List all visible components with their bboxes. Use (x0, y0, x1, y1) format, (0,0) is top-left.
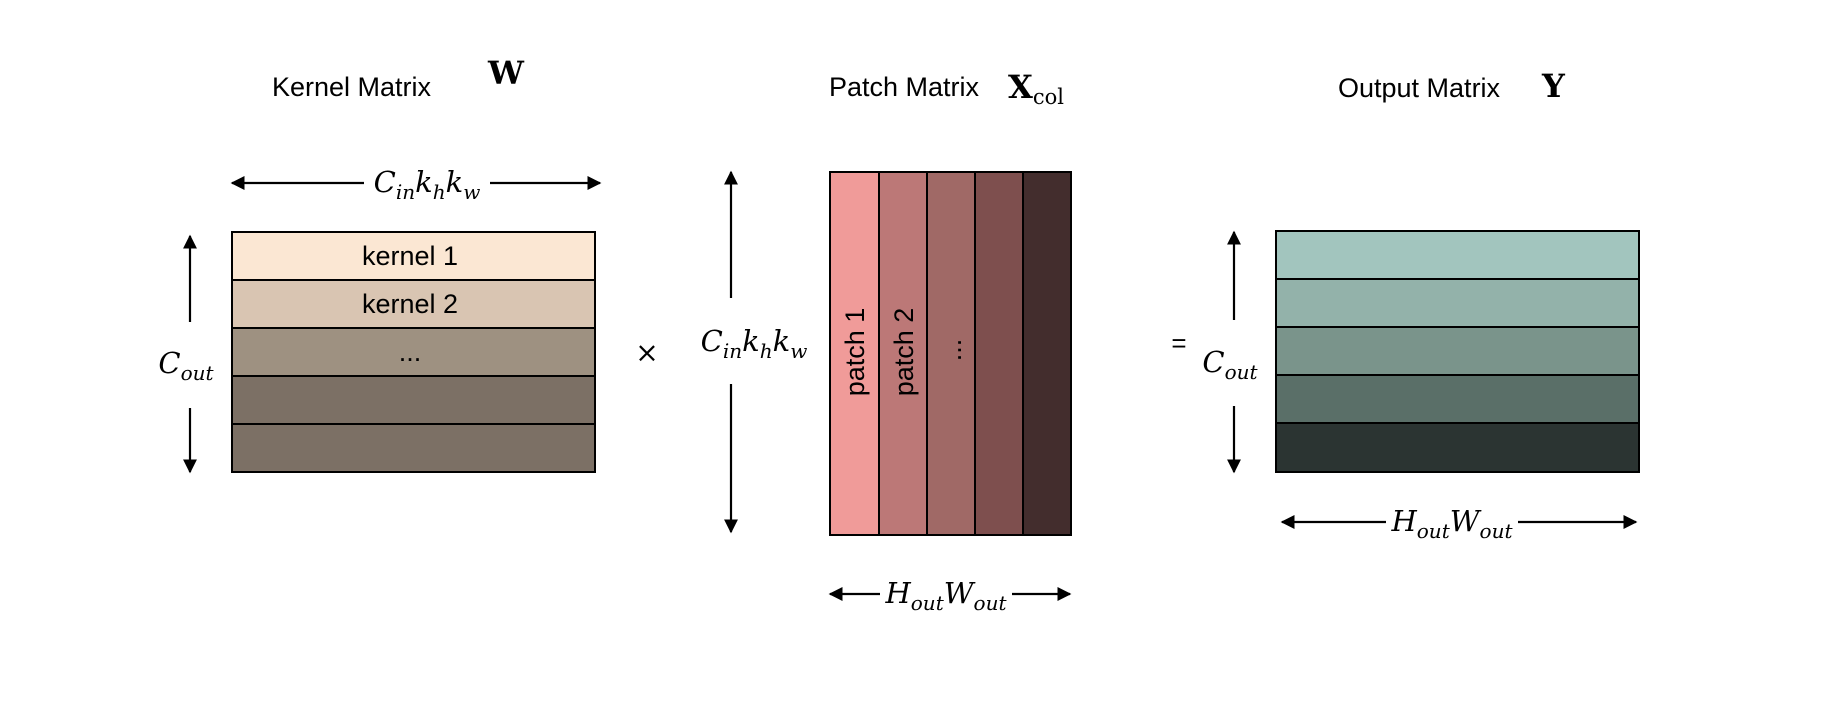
output-row-4 (1275, 374, 1640, 424)
patch-col-1 (829, 171, 880, 536)
kernel-row-1-label: kernel 1 (362, 241, 458, 271)
patch-width-label: HoutWout (884, 576, 1007, 615)
output-row-3 (1275, 326, 1640, 376)
output-row-2 (1275, 278, 1640, 328)
patch-col-2 (878, 171, 928, 536)
output-matrix-title: Output Matrix (1338, 73, 1501, 103)
kernel-height-label: Cout (158, 346, 214, 385)
output-matrix-symbol: Y (1541, 67, 1566, 105)
output-matrix (1275, 230, 1640, 473)
patch-matrix-title: Patch Matrix (829, 72, 980, 102)
output-row-5 (1275, 422, 1640, 473)
patch-col-3-label: ... (937, 339, 967, 362)
kernel-row-2-label: kernel 2 (362, 289, 458, 319)
patch-matrix: patch 1 patch 2 ... (829, 171, 1072, 536)
output-matrix-group: Output Matrix Y Cout HoutWout (1202, 67, 1640, 543)
kernel-row-4 (231, 375, 596, 425)
patch-col-1-label: patch 1 (840, 308, 870, 397)
patch-col-4 (974, 171, 1024, 536)
patch-height-label: Cinkhkw (701, 324, 808, 363)
kernel-width-label: Cinkhkw (374, 165, 481, 204)
patch-col-3 (926, 171, 976, 536)
kernel-matrix-group: Kernel Matrix W Cinkhkw Cout kernel 1 ke… (158, 54, 602, 474)
kernel-row-3-label: ... (399, 337, 422, 367)
output-height-label: Cout (1202, 345, 1258, 384)
kernel-matrix-symbol: W (487, 54, 525, 92)
patch-matrix-group: Patch Matrix Xcol Cinkhkw patch 1 patch … (701, 68, 1072, 615)
kernel-matrix-title: Kernel Matrix (272, 72, 432, 102)
equals-operator: = (1171, 328, 1186, 358)
output-width-label: HoutWout (1390, 504, 1513, 543)
kernel-row-3 (231, 327, 596, 377)
output-row-1 (1275, 230, 1640, 280)
patch-col-5 (1022, 171, 1072, 536)
patch-matrix-symbol: Xcol (1008, 68, 1064, 109)
multiply-operator: × (635, 336, 658, 369)
kernel-matrix: kernel 1 kernel 2 ... (231, 231, 596, 473)
patch-col-2-label: patch 2 (889, 308, 919, 397)
kernel-row-1 (231, 231, 596, 281)
kernel-row-5 (231, 423, 596, 473)
